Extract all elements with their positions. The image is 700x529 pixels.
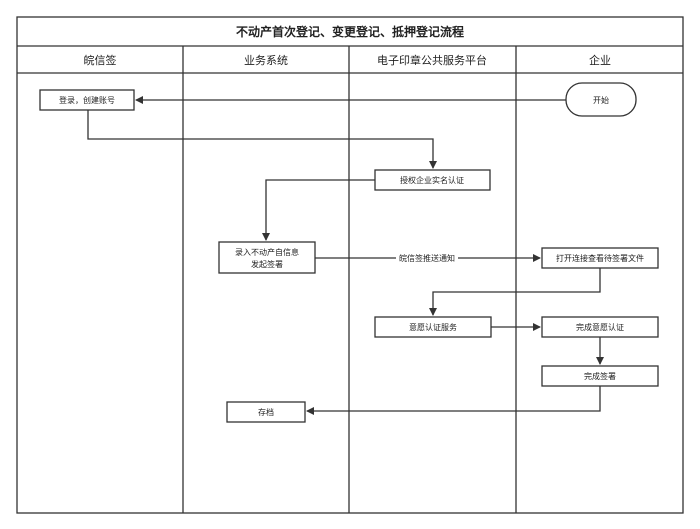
- svg-text:打开连接查看待签署文件: 打开连接查看待签署文件: [556, 253, 644, 263]
- svg-text:开始: 开始: [593, 95, 609, 105]
- svg-text:授权企业实名认证: 授权企业实名认证: [400, 175, 464, 185]
- node-entry[interactable]: 录入不动产自信息 发起签署: [218, 241, 316, 274]
- edge-authorize-to-entry: [262, 179, 375, 241]
- node-login[interactable]: 登录，创建账号: [39, 89, 135, 111]
- edge-open-to-will-service: [429, 268, 601, 316]
- lane-header-enterprise: 企业: [589, 53, 611, 67]
- node-will-service[interactable]: 意愿认证服务: [374, 316, 492, 338]
- lane-header-seal-platform: 电子印章公共服务平台: [377, 53, 487, 67]
- svg-text:意愿认证服务: 意愿认证服务: [409, 322, 457, 332]
- svg-text:录入不动产自信息: 录入不动产自信息: [235, 247, 299, 257]
- svg-text:存档: 存档: [258, 407, 274, 417]
- edge-sign-to-archive: [306, 386, 601, 415]
- diagram-title: 不动产首次登记、变更登记、抵押登记流程: [236, 24, 464, 39]
- edge-label-push-notice: 皖信签推送通知: [399, 253, 455, 263]
- node-authorize[interactable]: 授权企业实名认证: [374, 169, 491, 191]
- lane-header-business-system: 业务系统: [244, 54, 288, 67]
- swimlane-frame: [16, 16, 684, 514]
- edge-login-to-authorize: [87, 110, 437, 169]
- svg-text:发起签署: 发起签署: [251, 259, 283, 269]
- node-sign-done[interactable]: 完成签署: [541, 365, 659, 387]
- node-open-link[interactable]: 打开连接查看待签署文件: [541, 247, 659, 269]
- node-archive[interactable]: 存档: [226, 401, 306, 423]
- node-will-done[interactable]: 完成意愿认证: [541, 316, 659, 338]
- node-start[interactable]: 开始: [565, 82, 637, 117]
- lane-header-wanxinqian: 皖信签: [84, 53, 117, 67]
- svg-text:完成签署: 完成签署: [584, 371, 616, 381]
- svg-text:完成意愿认证: 完成意愿认证: [576, 322, 624, 332]
- svg-text:登录，创建账号: 登录，创建账号: [59, 95, 115, 105]
